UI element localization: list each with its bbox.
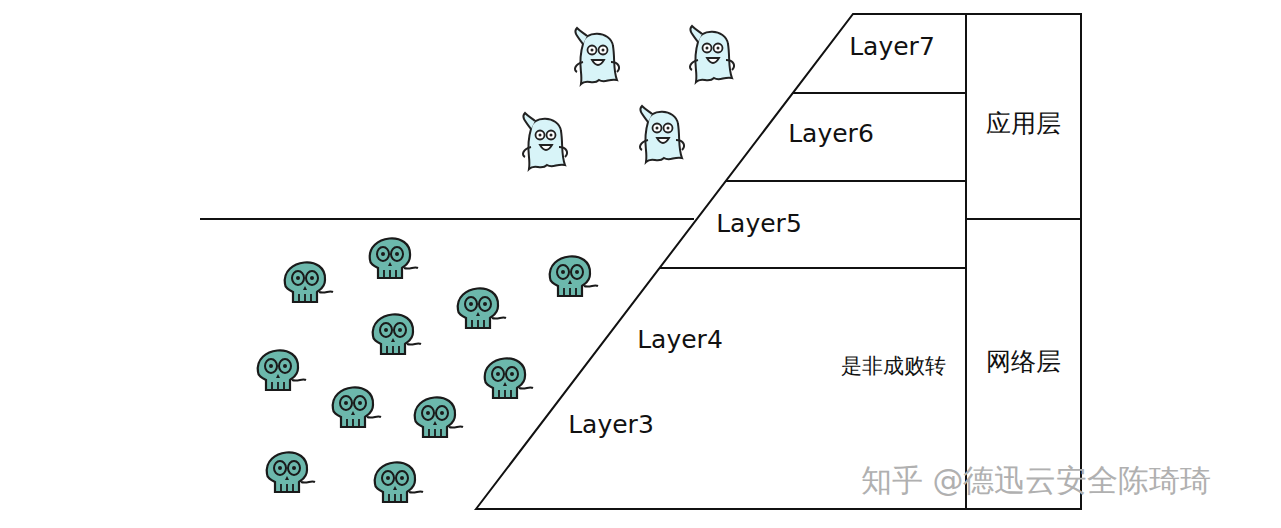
layer-name: 网络层	[986, 348, 1061, 376]
ghost-group	[523, 26, 734, 169]
watermark: 知乎 @德迅云安全陈琦琦	[861, 463, 1212, 497]
layer-name: Layer7	[849, 33, 935, 61]
layer-group-cell: 应用层	[968, 16, 1079, 218]
side-note: 是非成败转	[841, 355, 946, 378]
layer-name: 应用层	[986, 110, 1061, 138]
layer-name: Layer5	[716, 210, 802, 238]
layer-band: Layer5	[665, 183, 964, 267]
layer-band: Layer6	[730, 95, 964, 179]
layer-outline	[200, 14, 1081, 509]
layer-band: Layer7	[800, 16, 964, 92]
layer-name: Layer3	[568, 411, 654, 439]
layer-name: Layer6	[788, 120, 874, 148]
skull-group	[258, 238, 598, 502]
layer-name: Layer4	[637, 326, 723, 354]
